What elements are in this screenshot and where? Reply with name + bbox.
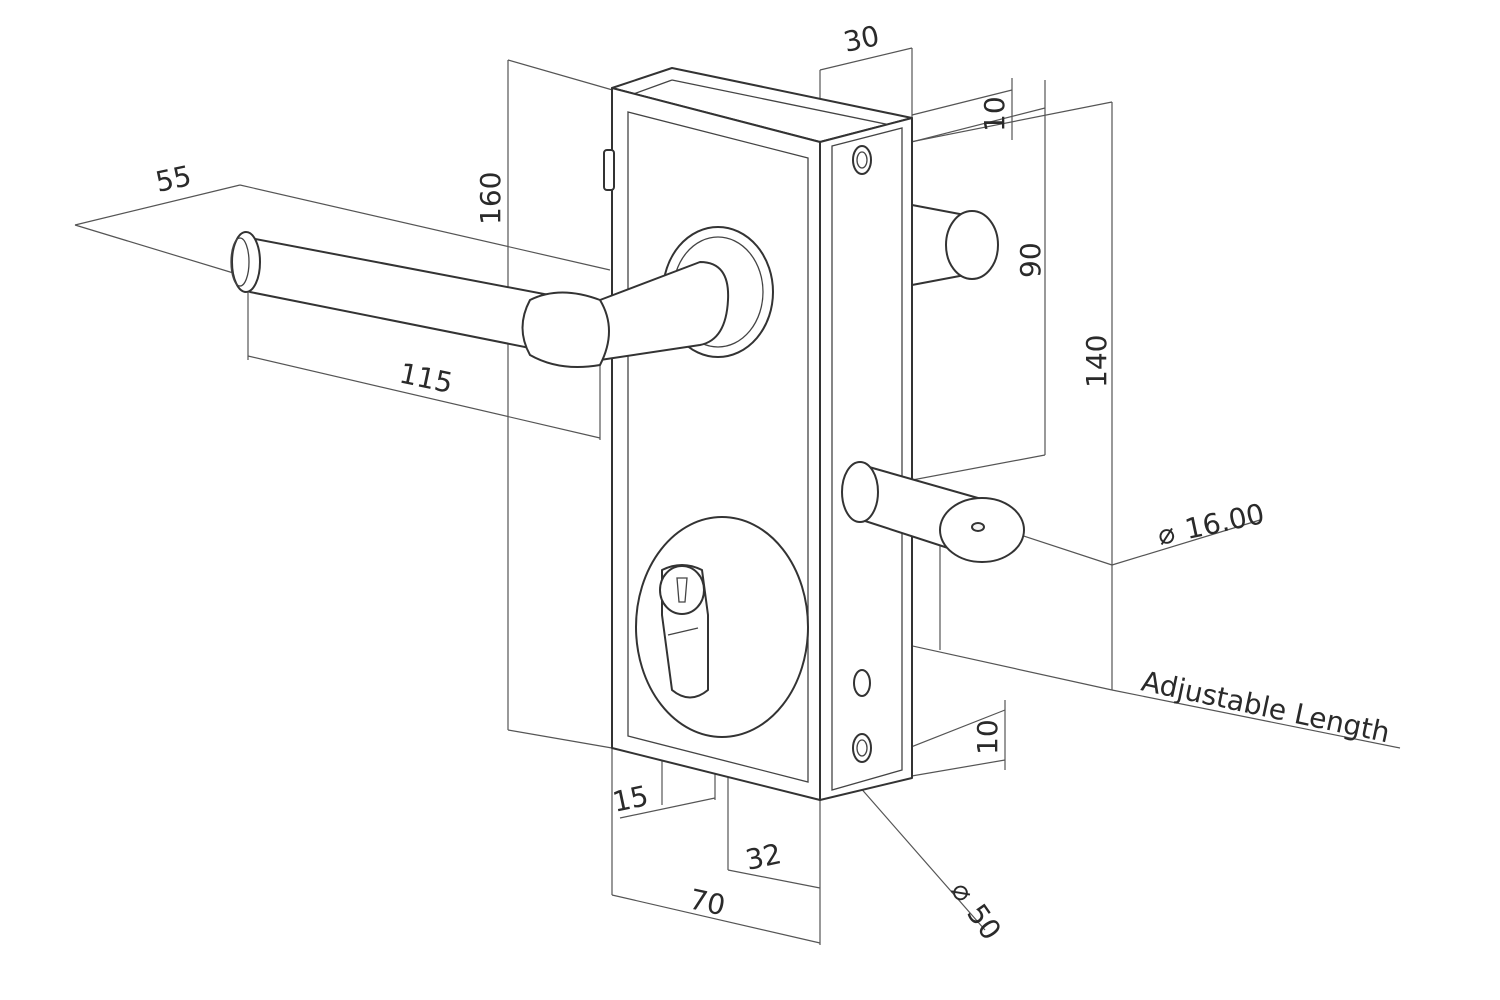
dim-bolt-diameter-value: 16.00: [1182, 497, 1267, 546]
cylinder-rosette: [635, 516, 809, 738]
top-screw-hole-icon: [852, 145, 872, 175]
dim-bottom-margin: 10: [971, 719, 1004, 755]
keyhole-plug-icon: [659, 565, 705, 615]
dim-handle-length: 115: [397, 357, 456, 400]
dim-top-margin: 10: [978, 96, 1011, 132]
dim-cylinder-offset: 15: [610, 779, 652, 819]
dim-body-height: 160: [474, 172, 507, 225]
dim-backset: 32: [743, 837, 785, 877]
bottom-screw-hole-icon: [852, 733, 872, 763]
handle-end-cap: [231, 231, 261, 293]
deadbolt: [841, 461, 1025, 563]
dim-body-width: 70: [687, 883, 729, 923]
dim-rosette-diameter: ⌀ 50: [944, 875, 1008, 946]
dim-bolt-diameter: ⌀ 16.00: [1155, 497, 1268, 552]
diameter-symbol-icon: ⌀: [1155, 516, 1178, 552]
diameter-symbol-icon: ⌀: [944, 875, 981, 908]
handle-grip: [249, 237, 566, 356]
dim-handle-depth: 55: [153, 159, 195, 199]
dim-screw-span: 140: [1080, 335, 1113, 388]
dim-rosette-diameter-value: 50: [960, 898, 1007, 946]
latch-bolt-head: [945, 210, 999, 280]
lever-handle: [230, 226, 774, 368]
latch-bolt: [911, 204, 999, 286]
dim-adjustable-length: Adjustable Length: [1139, 665, 1393, 750]
dim-body-depth: 30: [841, 19, 883, 59]
lock-side-faceplate: [819, 117, 913, 801]
dimension-lines: [74, 47, 1401, 945]
dim-bolt-offset: 90: [1014, 242, 1047, 278]
middle-screw-hole-icon: [853, 669, 871, 697]
cylinder-escutcheon: [635, 516, 809, 738]
